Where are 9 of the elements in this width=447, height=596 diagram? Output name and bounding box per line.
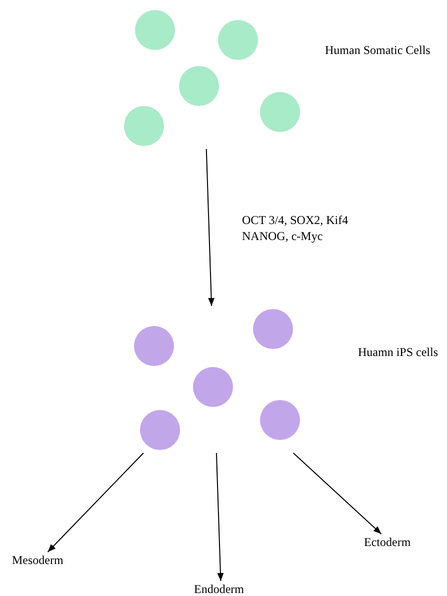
- cell-type-label: Huamn iPS cells: [358, 345, 438, 359]
- arrow: [292, 452, 382, 534]
- arrow: [216, 452, 224, 582]
- germ-layer-label: Endoderm: [194, 582, 244, 596]
- arrow: [47, 452, 144, 552]
- arrow: [206, 148, 214, 306]
- cell-type-label: Human Somatic Cells: [325, 43, 430, 57]
- germ-layer-label: Ectoderm: [364, 535, 411, 549]
- germ-layer-label: Mesoderm: [12, 553, 64, 567]
